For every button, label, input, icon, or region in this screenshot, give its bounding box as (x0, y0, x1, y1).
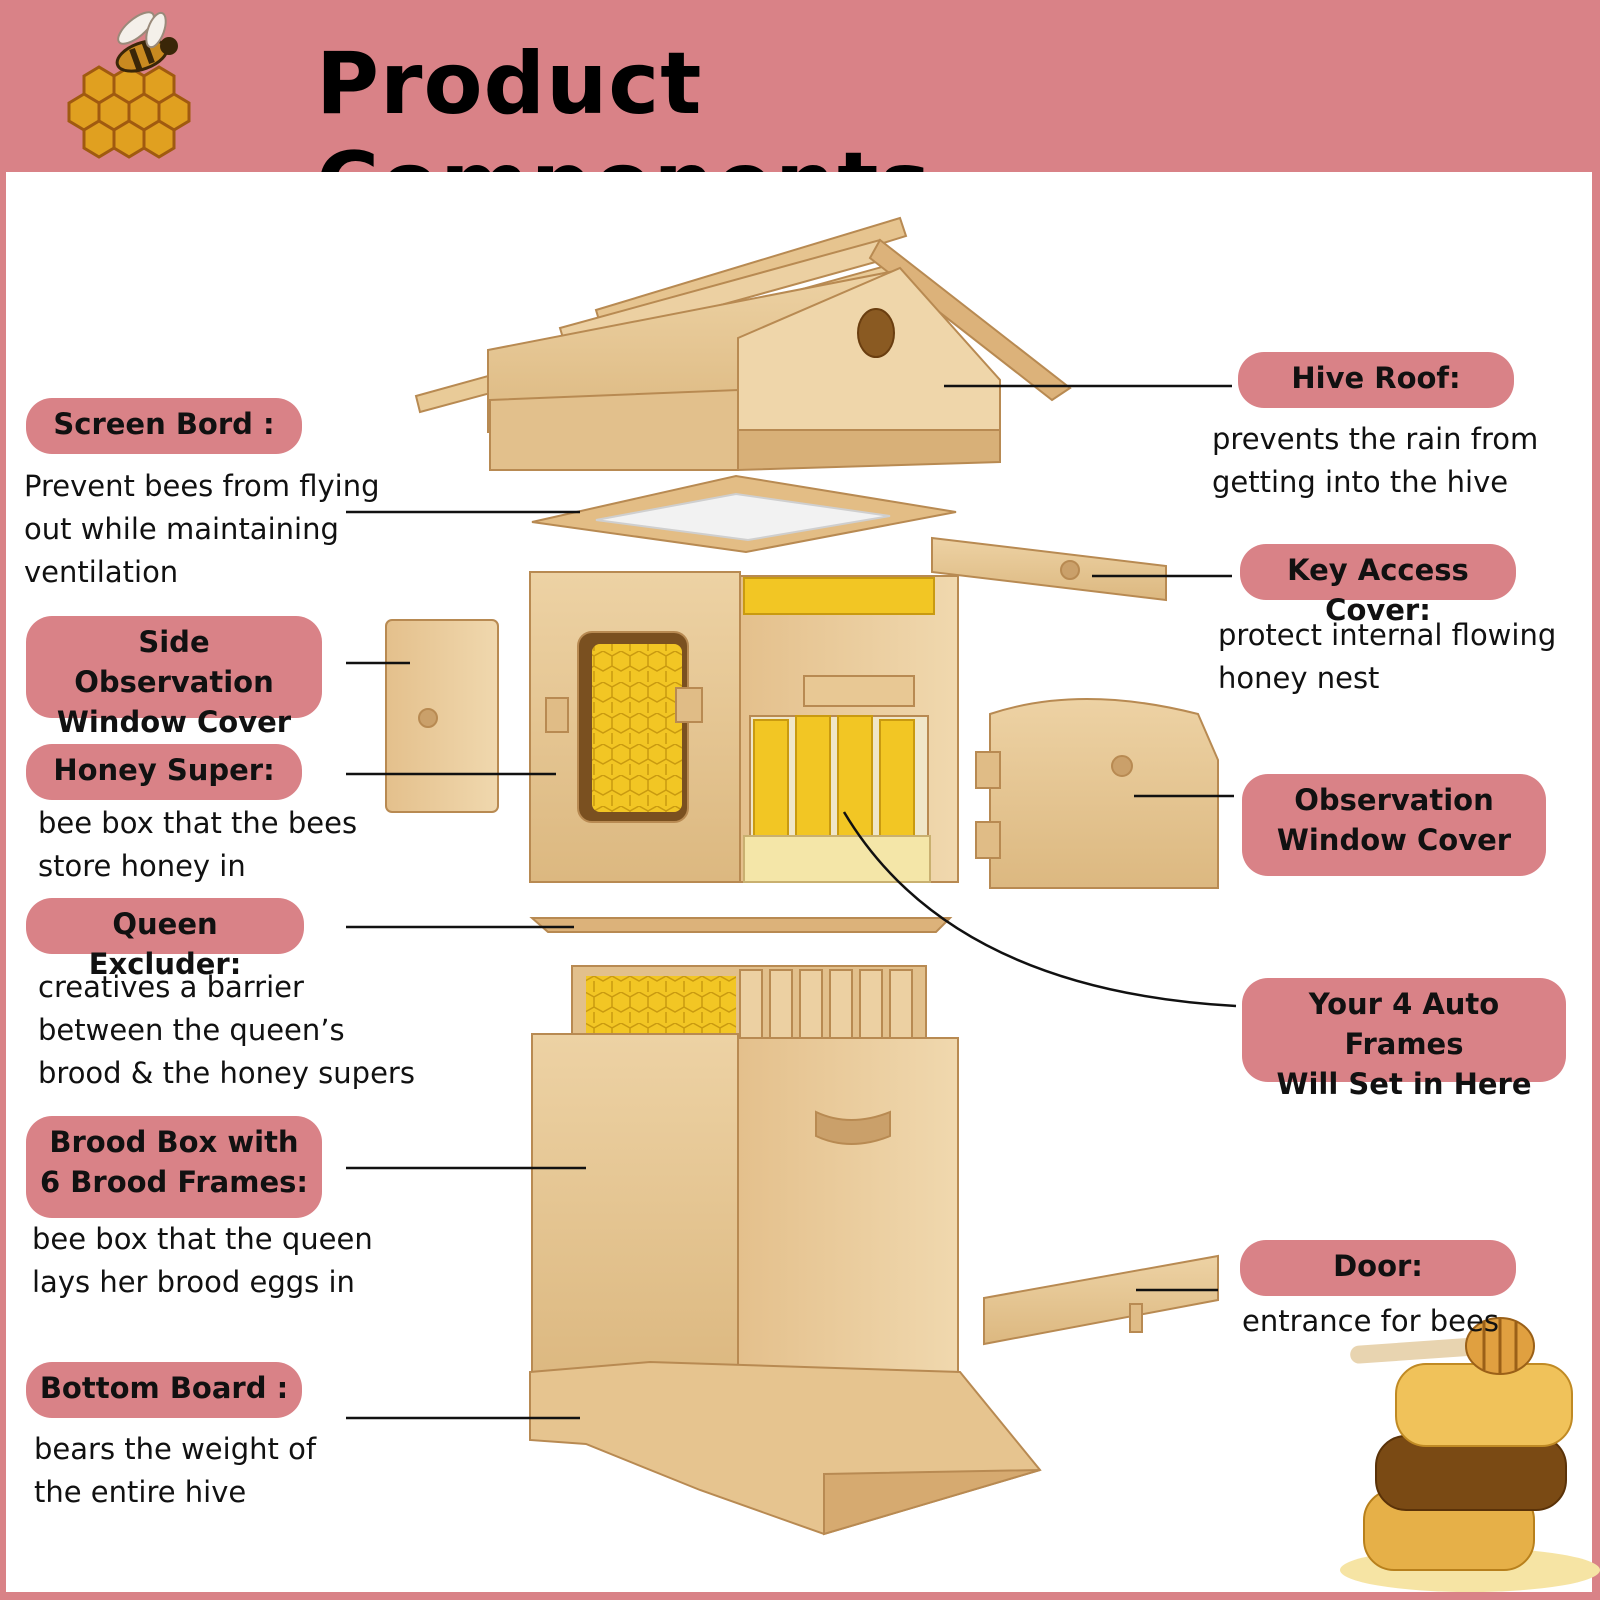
key-access-cover-desc: protect internal flowing honey nest (1218, 618, 1557, 695)
observation-window-cover-part (975, 698, 1219, 889)
door-desc: entrance for bees (1242, 1304, 1499, 1338)
screen-board-desc: Prevent bees from flying out while maint… (24, 469, 380, 589)
honeycomb-dipper-icon (1340, 1317, 1600, 1592)
brood-box-part (531, 965, 959, 1383)
key-access-cover-label: Key Access Cover: (1240, 544, 1516, 627)
hive-roof-label: Hive Roof: (1238, 352, 1514, 408)
side-window-cover-part (385, 619, 499, 813)
hive-roof-part (414, 216, 1072, 472)
observation-window-cover-label: Observation Window Cover (1242, 774, 1546, 876)
brood-box-label: Brood Box with 6 Brood Frames: (26, 1116, 322, 1218)
honey-super-part (529, 571, 959, 883)
screen-board-label: Screen Bord : (26, 398, 302, 454)
bee-honeycomb-icon (67, 11, 191, 159)
door-part (983, 1254, 1219, 1346)
queen-excluder-label: Queen Excluder: (26, 898, 304, 981)
bottom-board-desc: bears the weight of the entire hive (34, 1432, 317, 1509)
door-label: Door: (1240, 1240, 1516, 1296)
leader-lines (346, 384, 1237, 1420)
queen-excluder-part (529, 917, 953, 933)
bottom-board-label: Bottom Board : (26, 1362, 302, 1418)
auto-frames-label: Your 4 Auto Frames Will Set in Here (1242, 978, 1566, 1101)
brood-box-desc: bee box that the queen lays her brood eg… (32, 1222, 373, 1299)
bottom-board-part (529, 1360, 1042, 1536)
side-window-cover-label: Side Observation Window Cover (26, 616, 322, 739)
screen-board-part (531, 474, 957, 554)
hive-roof-desc: prevents the rain from getting into the … (1212, 422, 1539, 499)
honey-super-label: Honey Super: (26, 744, 302, 800)
queen-excluder-desc: creatives a barrier between the queen’s … (38, 970, 415, 1090)
key-access-cover-part (931, 536, 1167, 602)
honey-super-desc: bee box that the bees store honey in (38, 806, 358, 883)
